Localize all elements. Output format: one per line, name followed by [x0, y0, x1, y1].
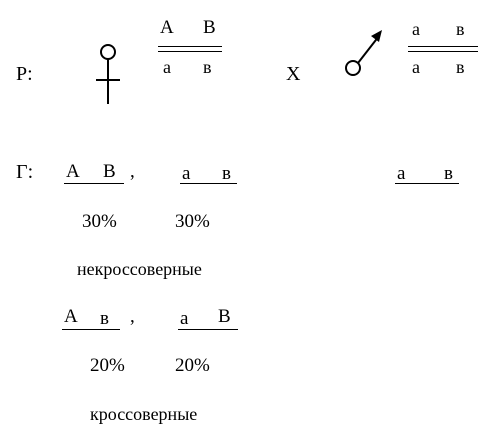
crossover-label: кроссоверные	[90, 404, 198, 424]
gamete-underline	[178, 329, 238, 330]
male-chromosome-line-bottom	[408, 51, 478, 52]
female-top-right-allele: B	[203, 17, 216, 38]
male-chromosome-line-top	[408, 46, 478, 47]
gamete-allele: a	[180, 308, 189, 329]
gamete-allele: в	[222, 163, 231, 184]
female-bottom-right-allele: в	[203, 57, 212, 77]
noncrossover-label: некроссоверные	[77, 259, 202, 279]
gamete-allele: a	[182, 163, 191, 184]
female-bottom-left-allele: a	[163, 57, 171, 77]
gamete-allele: A	[66, 161, 80, 182]
gamete-allele: a	[397, 163, 406, 184]
female-chromosome-line-bottom	[158, 51, 222, 52]
gamete-percent: 30%	[82, 211, 117, 232]
gamete-percent: 20%	[90, 355, 125, 376]
male-top-right-allele: в	[456, 19, 465, 39]
female-chromosome-line-top	[158, 46, 222, 47]
male-symbol-icon	[345, 30, 382, 76]
male-bottom-left-allele: a	[412, 57, 420, 77]
gamete-allele: B	[103, 161, 116, 182]
male-bottom-right-allele: в	[456, 57, 465, 77]
gamete-percent: 30%	[175, 211, 210, 232]
female-top-left-allele: A	[160, 17, 174, 38]
gamete-underline	[64, 183, 124, 184]
gamete-underline	[395, 183, 459, 184]
cross-sign: X	[286, 63, 301, 85]
gametes-label: Г:	[16, 161, 34, 183]
gamete-allele: B	[218, 306, 231, 327]
gamete-separator: ,	[130, 306, 135, 327]
gamete-separator: ,	[130, 161, 135, 182]
gamete-underline	[180, 183, 237, 184]
gamete-percent: 20%	[175, 355, 210, 376]
gamete-allele: в	[444, 163, 453, 184]
female-symbol-icon	[96, 44, 120, 104]
male-top-left-allele: a	[412, 19, 420, 39]
gamete-underline	[62, 329, 120, 330]
gamete-allele: в	[100, 308, 109, 329]
gamete-allele: A	[64, 306, 78, 327]
parents-label: P:	[16, 63, 33, 85]
